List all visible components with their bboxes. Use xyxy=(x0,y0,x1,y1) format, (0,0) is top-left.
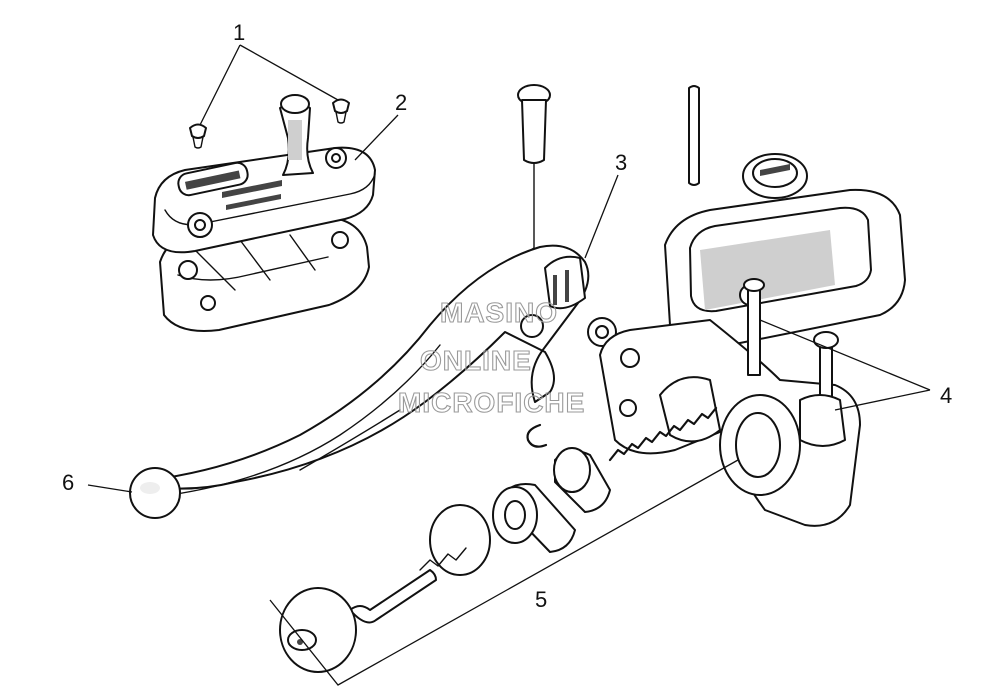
watermark: MASINO ONLINE MICROFICHE xyxy=(397,296,585,418)
reservoir-cap xyxy=(742,153,808,199)
callout-4: 4 xyxy=(940,383,952,408)
callout-6: 6 xyxy=(62,470,74,495)
master-cylinder-body xyxy=(599,188,906,527)
watermark-line-3: MICROFICHE xyxy=(398,387,585,418)
cover-screw-left xyxy=(189,123,207,149)
watermark-line-2: ONLINE xyxy=(420,345,532,376)
reservoir-cover-assembly xyxy=(152,94,376,332)
callout-5: 5 xyxy=(535,587,547,612)
callout-5-bracket xyxy=(269,459,739,686)
brake-lever xyxy=(129,244,617,519)
pivot-pin xyxy=(517,84,551,253)
watermark-line-1: MASINO xyxy=(440,297,558,328)
callout-1: 1 xyxy=(233,20,245,45)
circlip xyxy=(526,423,548,448)
leader-lines xyxy=(87,44,931,493)
cover-screw-right xyxy=(332,98,350,124)
callout-3: 3 xyxy=(615,150,627,175)
reservoir-pin xyxy=(688,85,700,186)
piston-kit xyxy=(279,406,718,673)
callout-2: 2 xyxy=(395,90,407,115)
